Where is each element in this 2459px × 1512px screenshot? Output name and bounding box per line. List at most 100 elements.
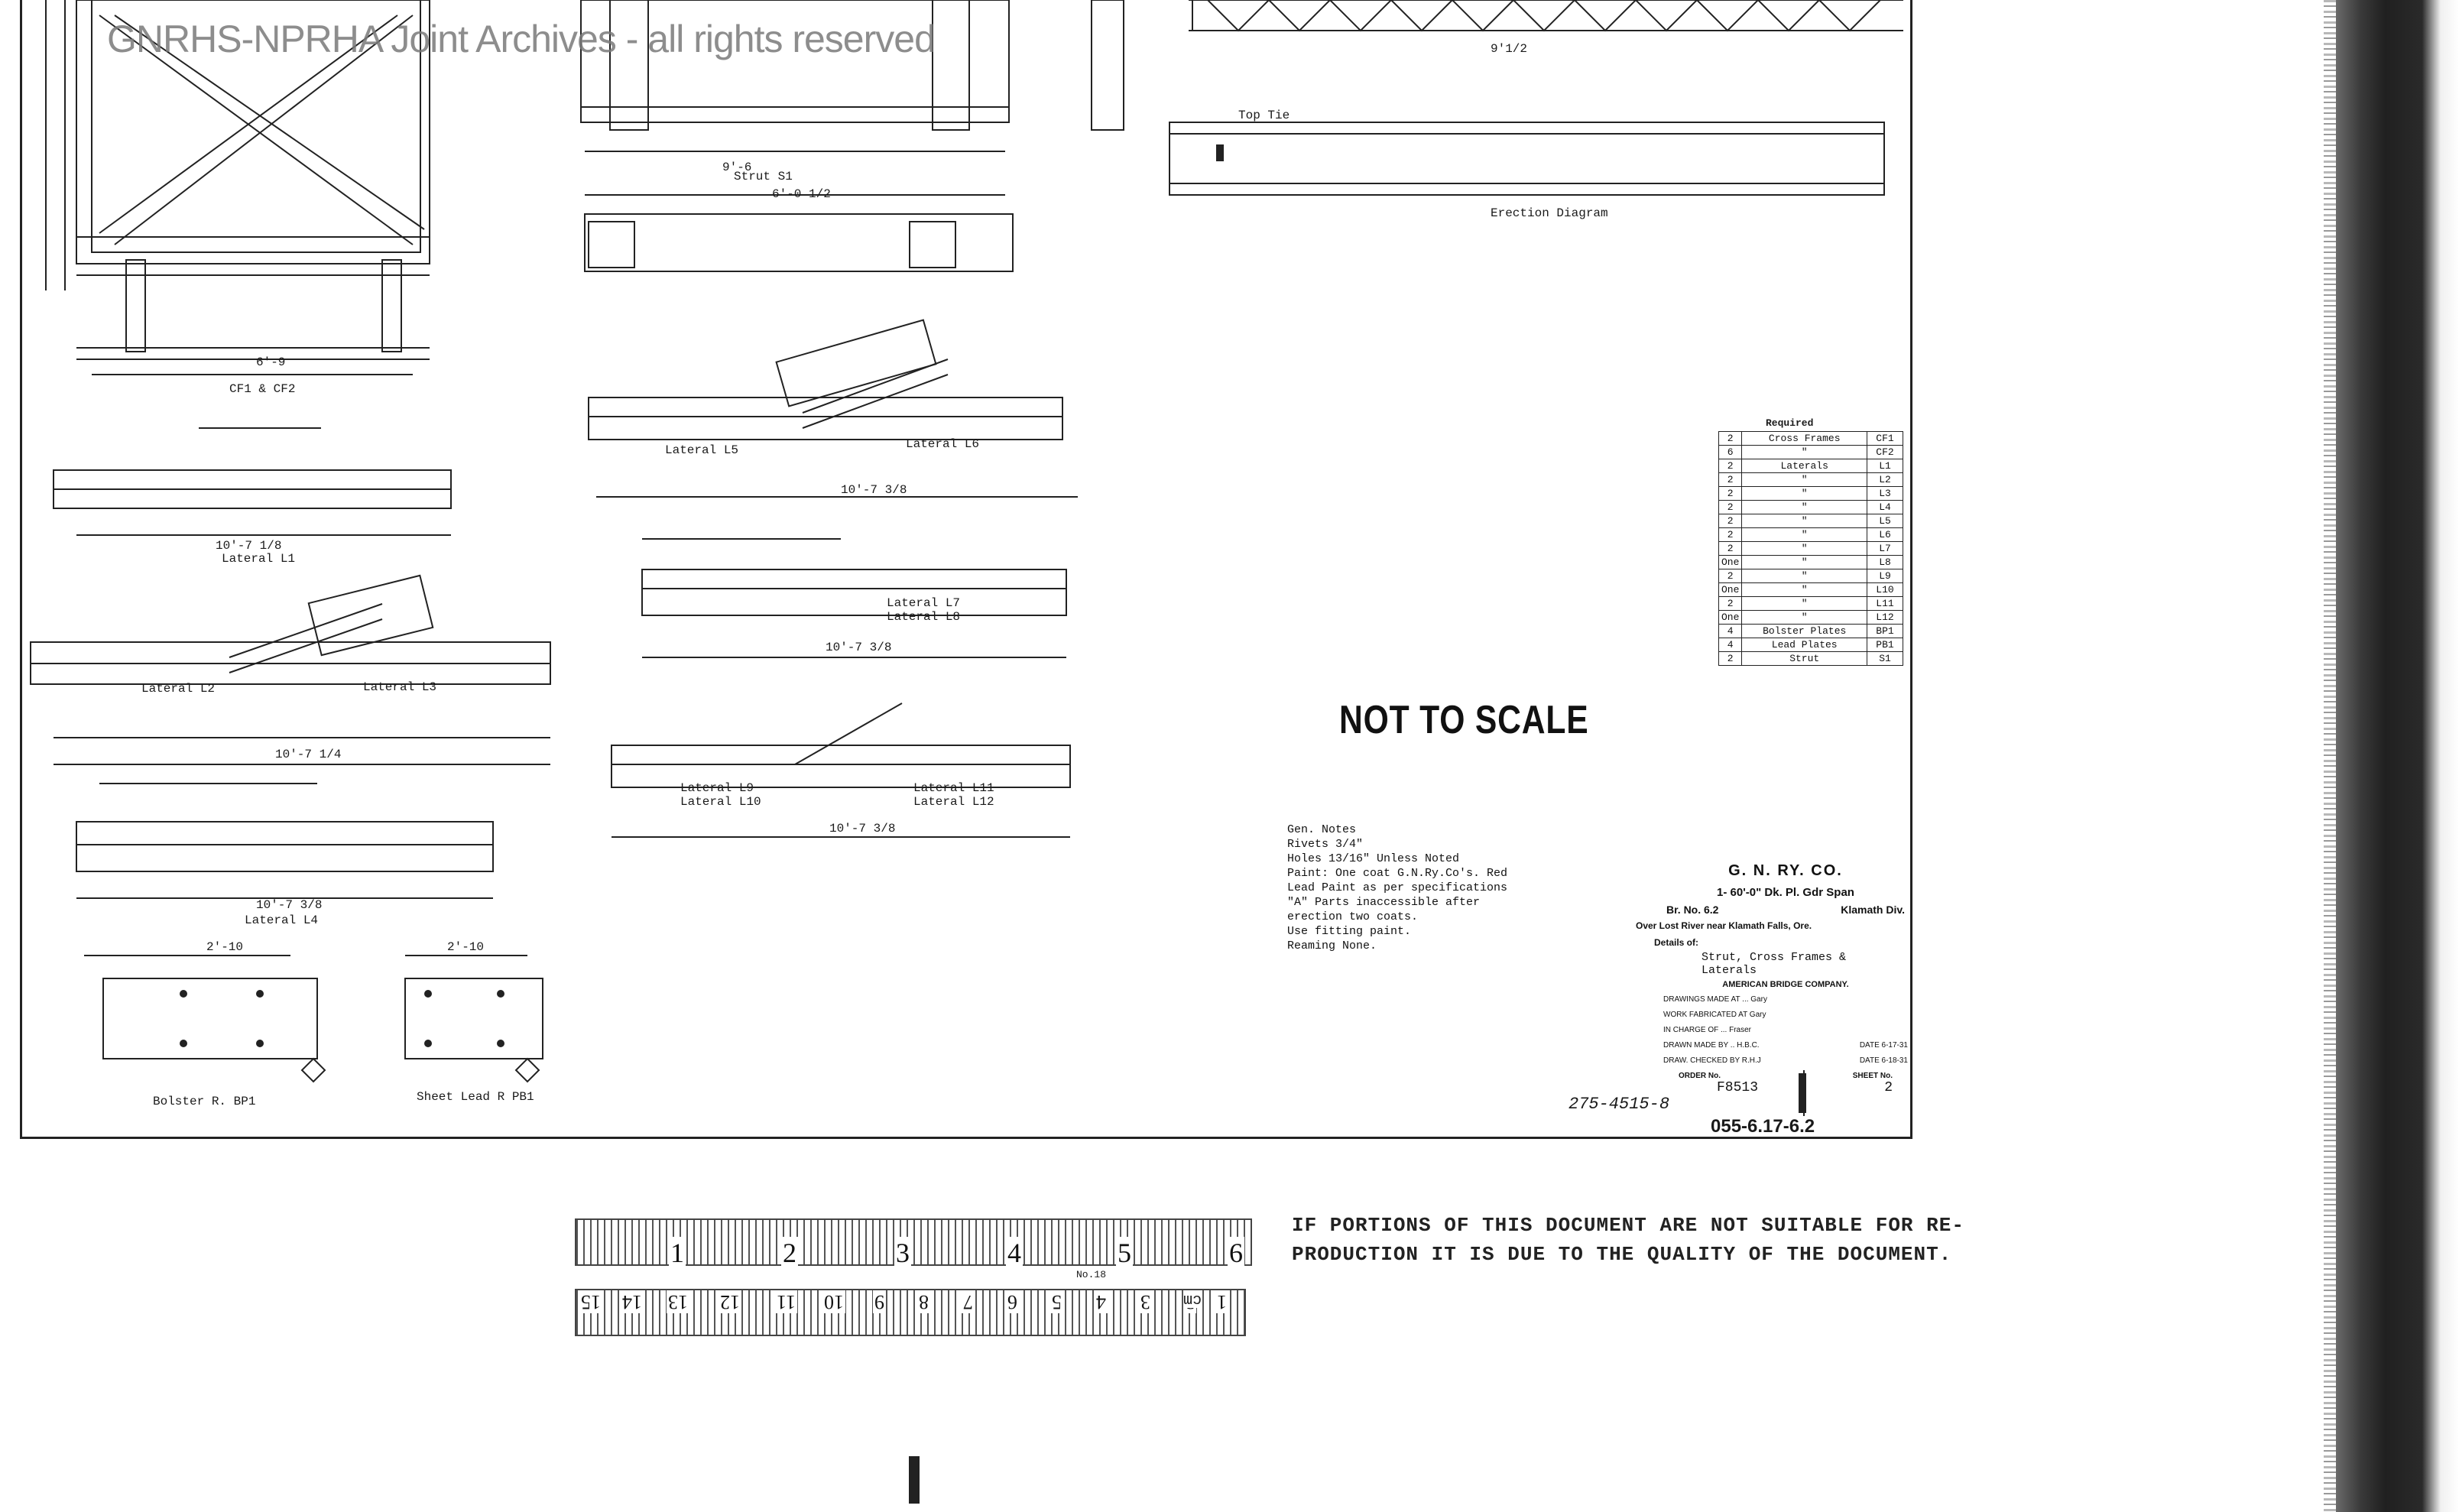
ruler-cm-number: 6 xyxy=(1006,1290,1019,1313)
ruler-cm-number: 4 xyxy=(1095,1290,1108,1313)
dim-l7: 10'-7 3/8 xyxy=(826,641,892,654)
required-qty: 2 xyxy=(1718,431,1743,446)
sheet-no-label: SHEET No. xyxy=(1852,1072,1893,1080)
dim-strut-2: 6'-0 1/2 xyxy=(772,187,831,201)
note-line: Rivets 3/4" xyxy=(1287,838,1364,851)
required-member: " xyxy=(1741,445,1867,459)
ruler-cm-number: 11 xyxy=(775,1290,798,1313)
required-qty: 2 xyxy=(1718,472,1743,487)
required-row: One"L8 xyxy=(1718,555,1903,569)
required-row: 2"L5 xyxy=(1718,514,1903,528)
required-mark: BP1 xyxy=(1867,624,1903,638)
required-member: " xyxy=(1741,514,1867,528)
sheet-number: 2 xyxy=(1884,1080,1893,1095)
dim-strut: 9'-6 xyxy=(722,161,752,174)
required-qty: 2 xyxy=(1718,486,1743,501)
drawing-subject: Strut, Cross Frames & Laterals xyxy=(1702,951,1847,977)
note-line: Paint: One coat G.N.Ry.Co's. Red xyxy=(1287,867,1508,880)
required-qty: 2 xyxy=(1718,514,1743,528)
dim-truss: 9'1/2 xyxy=(1491,42,1528,56)
required-member: Laterals xyxy=(1741,459,1867,473)
required-mark: L4 xyxy=(1867,500,1903,514)
required-row: 6"CF2 xyxy=(1718,445,1903,459)
required-mark: L10 xyxy=(1867,582,1903,597)
dim-l1: 10'-7 1/8 xyxy=(216,539,282,553)
required-row: 2"L4 xyxy=(1718,500,1903,514)
general-notes: Gen. Notes Rivets 3/4" Holes 13/16" Unle… xyxy=(1287,823,1539,953)
ruler-cm-number: 15 xyxy=(579,1290,602,1313)
required-qty: 2 xyxy=(1718,541,1743,556)
ruler-cm-label: cm xyxy=(1183,1290,1202,1308)
required-heading: Required xyxy=(1766,417,1814,429)
required-qty: 2 xyxy=(1718,596,1743,611)
label-top-tie: Top Tie xyxy=(1238,109,1290,122)
ruler-model-label: No.18 xyxy=(1076,1269,1107,1280)
required-member: " xyxy=(1741,527,1867,542)
required-qty: One xyxy=(1718,582,1743,597)
required-qty: 6 xyxy=(1718,445,1743,459)
ruler-number: 4 xyxy=(1006,1237,1023,1269)
required-qty: 4 xyxy=(1718,624,1743,638)
note-line: Holes 13/16" Unless Noted xyxy=(1287,852,1460,865)
reproduction-disclaimer: IF PORTIONS OF THIS DOCUMENT ARE NOT SUI… xyxy=(1292,1211,1964,1269)
label-strut: Strut S1 xyxy=(734,170,793,183)
ruler-cm-number: 14 xyxy=(621,1290,644,1313)
note-line: Use fitting paint. xyxy=(1287,925,1412,938)
required-member: Strut xyxy=(1741,651,1867,666)
ruler-cm-number: 5 xyxy=(1050,1290,1063,1313)
document-number: 275-4515-8 xyxy=(1569,1095,1670,1114)
ruler-number: 6 xyxy=(1228,1237,1244,1269)
required-qty: 2 xyxy=(1718,569,1743,583)
details-of: Details of: xyxy=(1654,937,1699,948)
label-erection-diagram: Erection Diagram xyxy=(1491,206,1608,220)
disclaimer-line-1: IF PORTIONS OF THIS DOCUMENT ARE NOT SUI… xyxy=(1292,1214,1964,1237)
label-lead-plate: Sheet Lead R PB1 xyxy=(417,1090,534,1104)
drawings-made-at: DRAWINGS MADE AT ... Gary xyxy=(1663,995,1767,1004)
not-to-scale-stamp: NOT TO SCALE xyxy=(1339,698,1589,742)
required-qty: One xyxy=(1718,610,1743,625)
required-member: Cross Frames xyxy=(1741,431,1867,446)
label-lateral-l5: Lateral L5 xyxy=(665,443,739,457)
company-name: G. N. RY. CO. xyxy=(1728,862,1843,879)
required-mark: L12 xyxy=(1867,610,1903,625)
required-mark: CF2 xyxy=(1867,445,1903,459)
title-block: G. N. RY. CO. 1- 60'-0" Dk. Pl. Gdr Span… xyxy=(1636,862,1908,1095)
required-member: " xyxy=(1741,582,1867,597)
required-mark: L5 xyxy=(1867,514,1903,528)
required-mark: L2 xyxy=(1867,472,1903,487)
scan-page-edge xyxy=(2336,0,2459,1512)
location: Over Lost River near Klamath Falls, Ore. xyxy=(1636,920,1812,931)
required-qty: 2 xyxy=(1718,527,1743,542)
maker: AMERICAN BRIDGE COMPANY. xyxy=(1722,980,1849,989)
ruler-number: 5 xyxy=(1116,1237,1133,1269)
ruler-cm-number: 8 xyxy=(917,1290,930,1313)
required-member: " xyxy=(1741,569,1867,583)
drawn-date: DATE 6-17-31 xyxy=(1859,1041,1908,1050)
dim-cf: 6'-9 xyxy=(256,355,286,369)
label-lateral-l3: Lateral L3 xyxy=(363,680,437,694)
order-number: F8513 xyxy=(1717,1080,1759,1095)
required-mark: L7 xyxy=(1867,541,1903,556)
drawn-by: DRAWN MADE BY .. H.B.C. xyxy=(1663,1041,1760,1050)
required-mark: L11 xyxy=(1867,596,1903,611)
required-qty: 2 xyxy=(1718,500,1743,514)
label-lateral-l7: Lateral L7 xyxy=(887,596,961,610)
measuring-ruler-inches xyxy=(575,1218,1252,1266)
required-member: " xyxy=(1741,610,1867,625)
in-charge-of: IN CHARGE OF ... Fraser xyxy=(1663,1026,1752,1034)
required-mark: L1 xyxy=(1867,459,1903,473)
required-row: One"L10 xyxy=(1718,582,1903,597)
required-row: 2"L3 xyxy=(1718,486,1903,501)
division: Klamath Div. xyxy=(1841,904,1905,916)
note-line: Reaming None. xyxy=(1287,939,1377,952)
ruler-number: 2 xyxy=(781,1237,798,1269)
checked-date: DATE 6-18-31 xyxy=(1859,1056,1908,1065)
required-qty: 2 xyxy=(1718,459,1743,473)
required-member: " xyxy=(1741,555,1867,569)
label-lateral-l4: Lateral L4 xyxy=(245,913,319,927)
note-line: Lead Paint as per specifications xyxy=(1287,881,1508,894)
label-lateral-l10: Lateral L10 xyxy=(680,795,761,809)
